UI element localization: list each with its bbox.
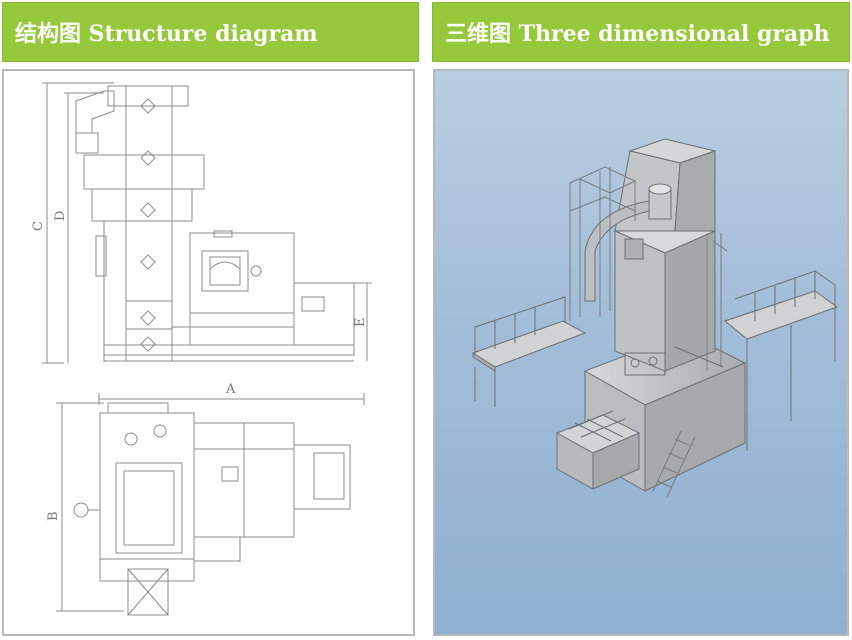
three-dimensional-graph-title: 三维图 Three dimensional graph: [445, 21, 830, 47]
three-dimensional-render-panel: [433, 69, 849, 636]
dimension-label-e: E: [353, 318, 368, 328]
dimension-label-c: C: [31, 221, 46, 231]
three-dimensional-graph-header: 三维图 Three dimensional graph: [432, 2, 850, 62]
structure-diagram-header: 结构图 Structure diagram: [2, 2, 419, 62]
dimension-label-a: A: [225, 382, 236, 397]
structure-diagram-panel: C D E A B: [2, 69, 415, 636]
structure-diagram-title: 结构图 Structure diagram: [15, 21, 318, 47]
furnace-3d-render: [471, 138, 839, 498]
structure-drawing: C D E A B: [31, 82, 372, 616]
dimension-label-b: B: [46, 511, 61, 521]
dimension-label-d: D: [53, 211, 68, 221]
